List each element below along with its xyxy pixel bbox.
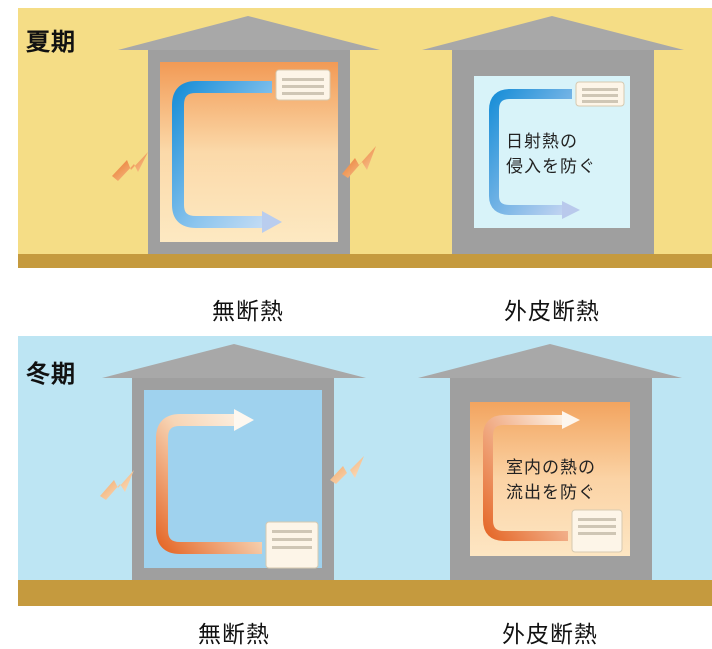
- airflow-arrow-icon: [172, 81, 272, 228]
- summer-ground: [18, 254, 712, 268]
- note-line-2: 侵入を防ぐ: [506, 157, 596, 177]
- winter-caption-insulated: 外皮断熱: [502, 622, 598, 648]
- heat-lightning-icon: [112, 152, 148, 181]
- summer-insulated-note: 日射熱の 侵入を防ぐ: [506, 130, 596, 180]
- winter-insulated-note: 室内の熱の 流出を防ぐ: [506, 456, 596, 506]
- summer-house-insulated: [422, 16, 684, 254]
- summer-illustration: [18, 8, 712, 268]
- roof: [102, 344, 366, 378]
- heat-lightning-icon: [330, 456, 364, 484]
- air-conditioner-icon: [571, 509, 623, 553]
- winter-house-uninsulated: [100, 344, 366, 580]
- summer-caption-insulated: 外皮断熱: [504, 299, 600, 325]
- air-conditioner-icon: [275, 69, 331, 101]
- air-conditioner-icon: [265, 521, 319, 569]
- note-line-1: 室内の熱の: [506, 458, 596, 478]
- summer-caption-uninsulated: 無断熱: [212, 299, 284, 325]
- winter-illustration: [18, 336, 712, 606]
- air-conditioner-icon: [575, 81, 625, 107]
- summer-title: 夏期: [26, 28, 76, 56]
- summer-panel: 夏期 日射熱の 侵入を防ぐ: [0, 0, 712, 268]
- roof: [418, 344, 682, 378]
- roof: [118, 16, 380, 50]
- airflow-arrow-icon: [156, 414, 262, 554]
- summer-house-uninsulated: [112, 16, 380, 254]
- winter-ground: [18, 580, 712, 606]
- heat-lightning-icon: [100, 470, 134, 500]
- winter-house-insulated: [418, 344, 682, 580]
- heat-lightning-icon: [342, 146, 376, 178]
- note-line-2: 流出を防ぐ: [506, 483, 596, 503]
- airflow-arrow-icon: [489, 89, 572, 215]
- roof: [422, 16, 684, 50]
- note-line-1: 日射熱の: [506, 132, 578, 152]
- airflow-arrow-icon: [483, 415, 568, 541]
- winter-title: 冬期: [26, 360, 76, 388]
- winter-caption-uninsulated: 無断熱: [198, 622, 270, 648]
- winter-panel: 冬期 室内の熱の 流出を防ぐ: [0, 336, 712, 606]
